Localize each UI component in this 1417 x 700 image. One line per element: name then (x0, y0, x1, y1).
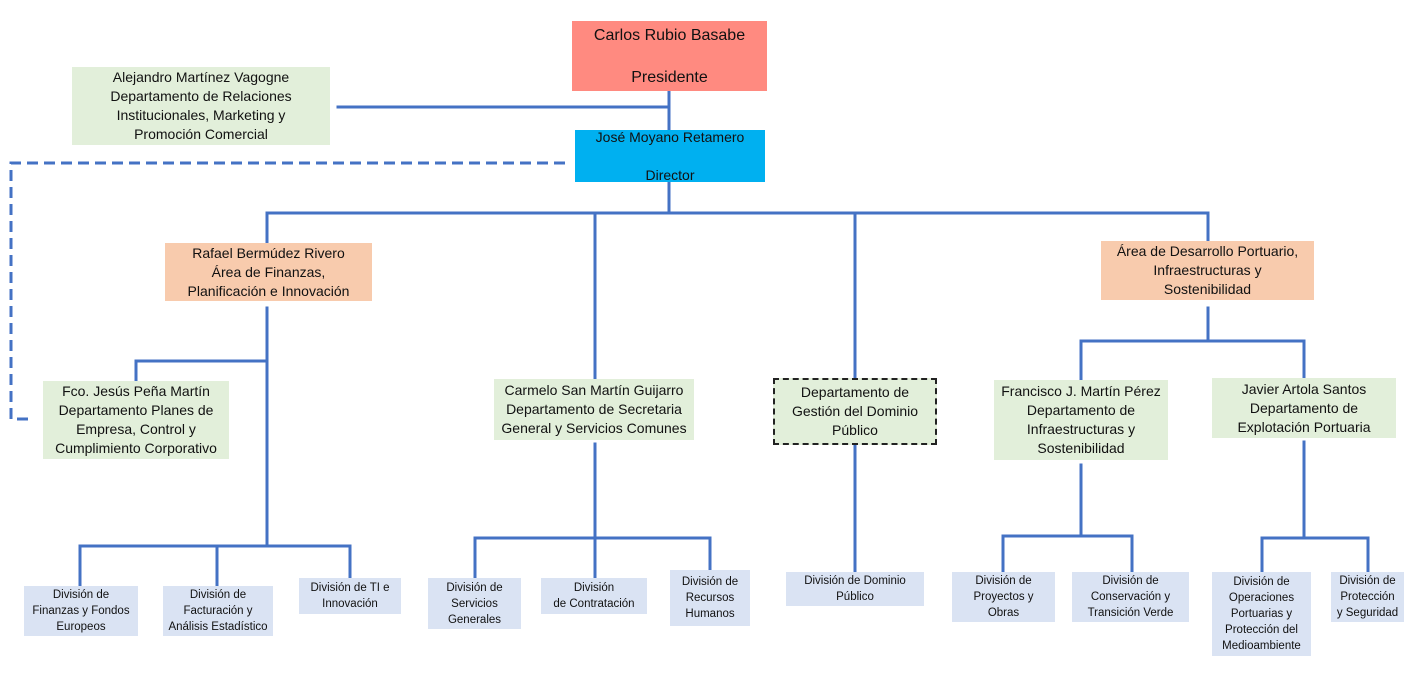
finanzas-area-box: Rafael Bermúdez Rivero Área de Finanzas,… (165, 243, 372, 301)
infraestructuras-box: Francisco J. Martín Pérez Departamento d… (994, 380, 1168, 460)
division-conservacion: División de Conservación y Transición Ve… (1072, 572, 1189, 622)
division-finanzas-fondos: División de Finanzas y Fondos Europeos (24, 586, 138, 636)
infraestructuras-text: Francisco J. Martín Pérez Departamento d… (1001, 383, 1161, 456)
finanzas-area-text: Rafael Bermúdez Rivero Área de Finanzas,… (187, 244, 350, 299)
secretaria-text: Carmelo San Martín Guijarro Departamento… (501, 382, 687, 436)
planes-text: Fco. Jesús Peña Martín Departamento Plan… (55, 383, 217, 456)
desarrollo-area-text: Área de Desarrollo Portuario, Infraestru… (1116, 243, 1299, 297)
division-recursos-humanos: División de Recursos Humanos (670, 570, 750, 626)
division-proteccion-text: División de Protección y Seguridad (1336, 575, 1399, 619)
explotacion-box: Javier Artola Santos Departamento de Exp… (1212, 378, 1396, 438)
explotacion-text: Javier Artola Santos Departamento de Exp… (1237, 380, 1371, 435)
division-facturacion-text: División de Facturación y Análisis Estad… (168, 589, 268, 633)
relaciones-text: Alejandro Martínez Vagogne Departamento … (110, 69, 292, 142)
division-ti-text: División de TI e Innovación (310, 582, 390, 610)
division-proyectos: División de Proyectos y Obras (952, 572, 1055, 622)
division-proteccion: División de Protección y Seguridad (1331, 572, 1404, 622)
desarrollo-area-box: Área de Desarrollo Portuario, Infraestru… (1101, 241, 1314, 300)
division-dominio-publico-text: División de Dominio Público (804, 575, 906, 603)
division-operaciones: División de Operaciones Portuarias y Pro… (1212, 572, 1311, 656)
division-servicios-generales-text: División de Servicios Generales (446, 581, 503, 626)
president-name: Carlos Rubio Basabe (593, 26, 746, 44)
division-proyectos-text: División de Proyectos y Obras (973, 575, 1034, 619)
dominio-text: Departamento de Gestión del Dominio Públ… (791, 384, 919, 438)
planes-box: Fco. Jesús Peña Martín Departamento Plan… (43, 381, 229, 459)
president-box: Carlos Rubio Basabe Presidente (572, 21, 767, 91)
dominio-box: Departamento de Gestión del Dominio Públ… (773, 378, 937, 445)
director-name: José Moyano Retamero (595, 128, 745, 145)
connector-director-planes-dashed (9, 161, 565, 421)
secretaria-box: Carmelo San Martín Guijarro Departamento… (494, 379, 694, 440)
relaciones-box: Alejandro Martínez Vagogne Departamento … (72, 67, 330, 145)
division-servicios-generales: División de Servicios Generales (428, 578, 521, 629)
director-box: José Moyano Retamero Director (575, 128, 765, 183)
division-recursos-humanos-text: División de Recursos Humanos (681, 576, 739, 620)
director-role: Director (645, 166, 695, 183)
division-contratacion-text: División de Contratación (553, 582, 635, 610)
division-facturacion: División de Facturación y Análisis Estad… (163, 586, 273, 636)
division-finanzas-fondos-text: División de Finanzas y Fondos Europeos (32, 589, 130, 633)
division-conservacion-text: División de Conservación y Transición Ve… (1087, 575, 1174, 619)
division-ti: División de TI e Innovación (299, 578, 401, 614)
division-contratacion: División de Contratación (541, 578, 647, 614)
president-role: Presidente (631, 68, 708, 86)
division-dominio-publico: División de Dominio Público (786, 572, 924, 606)
division-operaciones-text: División de Operaciones Portuarias y Pro… (1222, 576, 1301, 652)
